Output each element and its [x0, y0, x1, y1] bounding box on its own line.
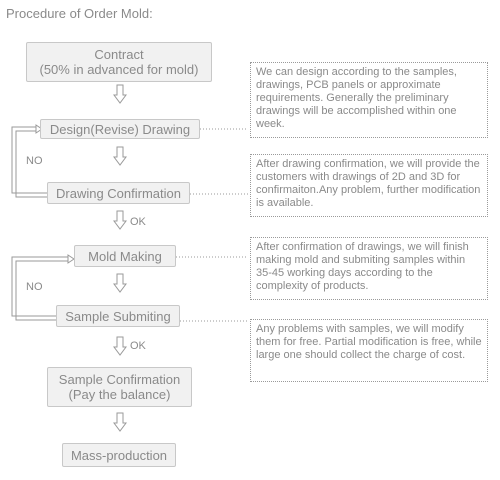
step-sample-confirmation: Sample Confirmation (Pay the balance) — [47, 367, 192, 407]
note-leaders — [176, 128, 248, 322]
loop-no-2 — [11, 254, 75, 321]
loop-no-1 — [11, 124, 47, 198]
step-sample-confirm-line2: (Pay the balance) — [68, 387, 171, 402]
note-design: We can design according to the samples, … — [250, 62, 488, 138]
step-contract-line2: (50% in advanced for mold) — [39, 62, 199, 77]
step-contract-line1: Contract — [94, 47, 144, 62]
step-sample-confirm-line1: Sample Confirmation — [58, 372, 181, 387]
note-sample: Any problems with samples, we will modif… — [250, 319, 488, 382]
arrow-contract-design — [113, 84, 127, 104]
label-no-2: NO — [26, 281, 43, 293]
step-design-drawing: Design(Revise) Drawing — [40, 119, 200, 139]
step-sample-submiting: Sample Submiting — [56, 305, 180, 327]
page-title: Procedure of Order Mold: — [6, 6, 153, 21]
note-drawing-confirmation: After drawing confirmation, we will prov… — [250, 154, 488, 217]
arrow-sample-confirm — [113, 336, 127, 356]
label-ok-1: OK — [130, 216, 146, 228]
arrow-mold-sample — [113, 273, 127, 293]
step-mass-production: Mass-production — [62, 443, 176, 467]
arrow-confirm-mass — [113, 412, 127, 432]
arrow-design-confirm — [113, 146, 127, 166]
step-contract: Contract (50% in advanced for mold) — [26, 42, 212, 82]
note-mold-making: After confirmation of drawings, we will … — [250, 237, 488, 300]
step-drawing-confirmation: Drawing Confirmation — [47, 182, 190, 204]
label-no-1: NO — [26, 155, 43, 167]
label-ok-2: OK — [130, 340, 146, 352]
arrow-confirm-mold — [113, 210, 127, 230]
step-mold-making: Mold Making — [74, 245, 176, 267]
